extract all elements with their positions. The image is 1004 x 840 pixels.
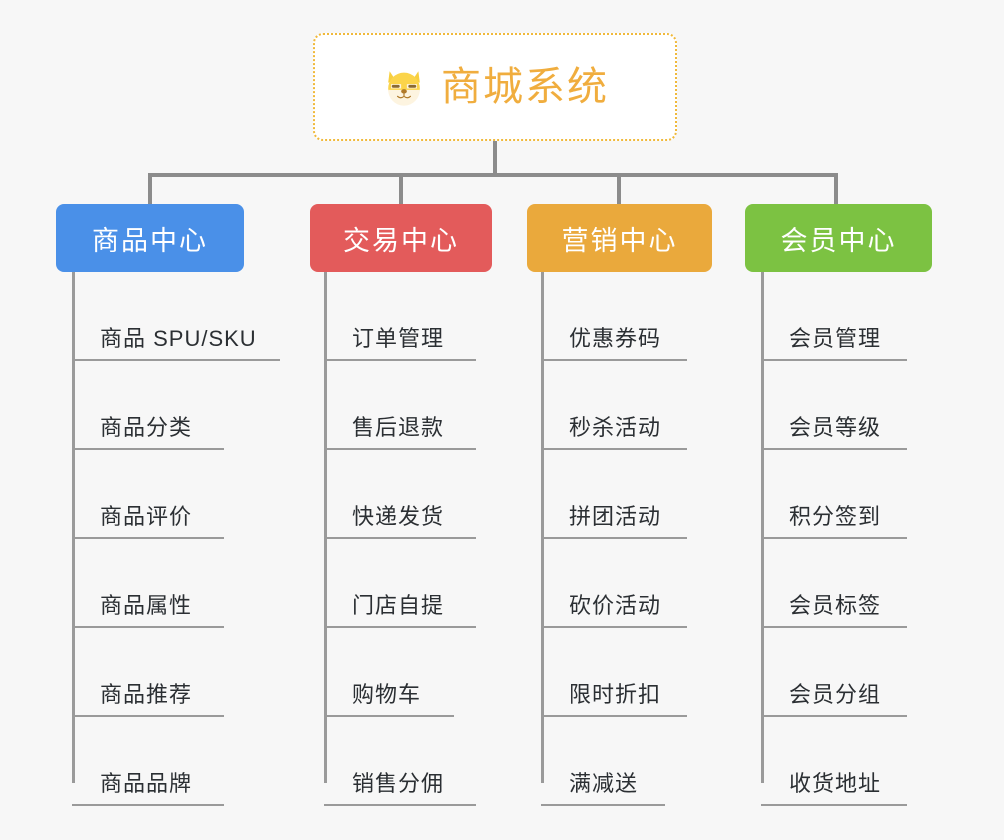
branch-header-product-center[interactable]: 商品中心 bbox=[56, 204, 244, 272]
list-item[interactable]: 会员等级 bbox=[761, 361, 907, 450]
list-item-label: 商品评价 bbox=[100, 504, 193, 529]
branch-rail-connector bbox=[148, 173, 836, 177]
branch-header-member-center[interactable]: 会员中心 bbox=[745, 204, 932, 272]
list-item-label: 售后退款 bbox=[352, 415, 445, 440]
list-item-label: 秒杀活动 bbox=[569, 415, 662, 440]
list-item-label: 商品品牌 bbox=[100, 771, 193, 796]
list-item-rule bbox=[541, 359, 687, 361]
list-item-label: 优惠券码 bbox=[569, 326, 662, 351]
list-item-label: 商品分类 bbox=[100, 415, 193, 440]
list-item-label: 收货地址 bbox=[789, 771, 882, 796]
list-item-label: 会员管理 bbox=[789, 326, 882, 351]
list-item-rule bbox=[324, 448, 476, 450]
list-item-label: 商品属性 bbox=[100, 593, 193, 618]
list-item[interactable]: 商品评价 bbox=[72, 450, 224, 539]
branch-product-center: 商品中心 商品 SPU/SKU 商品分类 商品评价 商品属性 商品推荐 bbox=[56, 204, 280, 806]
list-item-rule bbox=[761, 804, 907, 806]
branch-drop-connector-3 bbox=[617, 173, 621, 204]
branch-title: 会员中心 bbox=[780, 225, 897, 256]
list-item[interactable]: 积分签到 bbox=[761, 450, 907, 539]
list-item-label: 快递发货 bbox=[352, 504, 445, 529]
shiba-dog-icon bbox=[388, 71, 420, 106]
list-item-rule bbox=[324, 715, 454, 717]
branch-member-center: 会员中心 会员管理 会员等级 积分签到 会员标签 会员分组 bbox=[745, 204, 932, 806]
list-item-label: 会员分组 bbox=[789, 682, 882, 707]
list-item-rule bbox=[324, 537, 476, 539]
list-item-rule bbox=[324, 626, 476, 628]
list-item-rule bbox=[72, 537, 224, 539]
root-trunk-connector bbox=[493, 141, 497, 177]
list-item[interactable]: 会员管理 bbox=[761, 272, 907, 361]
list-item-rule bbox=[541, 448, 687, 450]
list-item[interactable]: 门店自提 bbox=[324, 539, 476, 628]
root-title: 商城系统 bbox=[441, 65, 609, 109]
list-item-rule bbox=[72, 626, 224, 628]
list-item[interactable]: 满减送 bbox=[541, 717, 665, 806]
list-item-rule bbox=[761, 359, 907, 361]
list-item-rule bbox=[72, 715, 224, 717]
list-item-rule bbox=[761, 626, 907, 628]
list-item[interactable]: 优惠券码 bbox=[541, 272, 687, 361]
list-item[interactable]: 商品分类 bbox=[72, 361, 224, 450]
list-item-rule bbox=[324, 359, 476, 361]
list-item-label: 会员标签 bbox=[789, 593, 882, 618]
list-item[interactable]: 会员标签 bbox=[761, 539, 907, 628]
list-item-label: 限时折扣 bbox=[569, 682, 662, 707]
list-item-rule bbox=[72, 448, 224, 450]
list-item-rule bbox=[761, 537, 907, 539]
list-item[interactable]: 收货地址 bbox=[761, 717, 907, 806]
list-item[interactable]: 售后退款 bbox=[324, 361, 476, 450]
list-item-rule bbox=[72, 804, 224, 806]
list-item-label: 积分签到 bbox=[789, 504, 882, 529]
list-item-label: 会员等级 bbox=[789, 415, 882, 440]
list-item-rule bbox=[324, 804, 476, 806]
branch-header-trade-center[interactable]: 交易中心 bbox=[310, 204, 492, 272]
list-item[interactable]: 订单管理 bbox=[324, 272, 476, 361]
branch-drop-connector-2 bbox=[399, 173, 403, 204]
list-item[interactable]: 秒杀活动 bbox=[541, 361, 687, 450]
list-item-label: 拼团活动 bbox=[569, 504, 662, 529]
branch-title: 交易中心 bbox=[343, 225, 459, 256]
branch-trade-center: 交易中心 订单管理 售后退款 快递发货 门店自提 购物车 bbox=[310, 204, 492, 806]
list-item-label: 商品 SPU/SKU bbox=[100, 326, 257, 351]
list-item-label: 订单管理 bbox=[352, 326, 445, 351]
branch-spine bbox=[72, 272, 75, 783]
list-item[interactable]: 商品推荐 bbox=[72, 628, 224, 717]
list-item[interactable]: 商品 SPU/SKU bbox=[72, 272, 280, 361]
list-item[interactable]: 快递发货 bbox=[324, 450, 476, 539]
list-item-label: 商品推荐 bbox=[100, 682, 193, 707]
list-item[interactable]: 砍价活动 bbox=[541, 539, 687, 628]
branch-spine bbox=[541, 272, 544, 783]
list-item[interactable]: 拼团活动 bbox=[541, 450, 687, 539]
list-item-label: 销售分佣 bbox=[352, 771, 445, 796]
branch-title: 商品中心 bbox=[92, 225, 208, 256]
list-item-rule bbox=[541, 804, 665, 806]
list-item-label: 砍价活动 bbox=[569, 593, 662, 618]
list-item-label: 购物车 bbox=[352, 682, 422, 707]
list-item-rule bbox=[72, 359, 280, 361]
root-node[interactable]: 商城系统 bbox=[313, 33, 677, 141]
branch-header-marketing-center[interactable]: 营销中心 bbox=[527, 204, 712, 272]
list-item[interactable]: 会员分组 bbox=[761, 628, 907, 717]
list-item[interactable]: 商品品牌 bbox=[72, 717, 224, 806]
list-item-rule bbox=[541, 537, 687, 539]
branch-drop-connector-4 bbox=[834, 173, 838, 204]
list-item-rule bbox=[541, 626, 687, 628]
list-item[interactable]: 购物车 bbox=[324, 628, 454, 717]
branch-marketing-center: 营销中心 优惠券码 秒杀活动 拼团活动 砍价活动 限时折扣 bbox=[527, 204, 712, 806]
branch-title: 营销中心 bbox=[561, 225, 678, 256]
list-item-rule bbox=[541, 715, 687, 717]
list-item[interactable]: 商品属性 bbox=[72, 539, 224, 628]
list-item-rule bbox=[761, 448, 907, 450]
branch-spine bbox=[761, 272, 764, 783]
list-item[interactable]: 限时折扣 bbox=[541, 628, 687, 717]
branch-spine bbox=[324, 272, 327, 783]
list-item-label: 满减送 bbox=[569, 771, 639, 796]
list-item-rule bbox=[761, 715, 907, 717]
list-item[interactable]: 销售分佣 bbox=[324, 717, 476, 806]
list-item-label: 门店自提 bbox=[352, 593, 445, 618]
branch-drop-connector-1 bbox=[148, 173, 152, 204]
